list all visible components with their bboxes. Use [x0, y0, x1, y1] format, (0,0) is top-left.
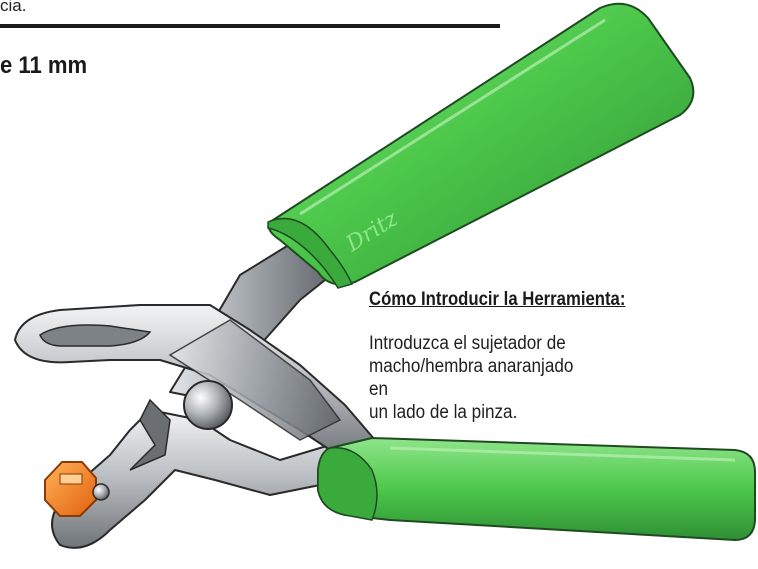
- instructions-body: Introduzca el sujetador de macho/hembra …: [369, 332, 585, 424]
- section-heading: e 11 mm: [0, 52, 88, 79]
- instructions-line: macho/hembra anaranjado en: [369, 356, 574, 400]
- lower-handle: [317, 437, 756, 541]
- lower-jaw: [51, 398, 361, 549]
- section-divider: [0, 24, 500, 28]
- upper-jaw: [14, 304, 376, 461]
- upper-handle: [267, 2, 695, 289]
- partial-top-text: cia.: [0, 0, 27, 15]
- pivot-rivet: [183, 380, 233, 430]
- instructions-line: un lado de la pinza.: [369, 402, 518, 423]
- instructions-line: Introduzca el sujetador de: [369, 333, 566, 354]
- orange-fastener: [44, 461, 110, 517]
- instructions-title: Cómo Introducir la Herramienta:: [369, 289, 626, 310]
